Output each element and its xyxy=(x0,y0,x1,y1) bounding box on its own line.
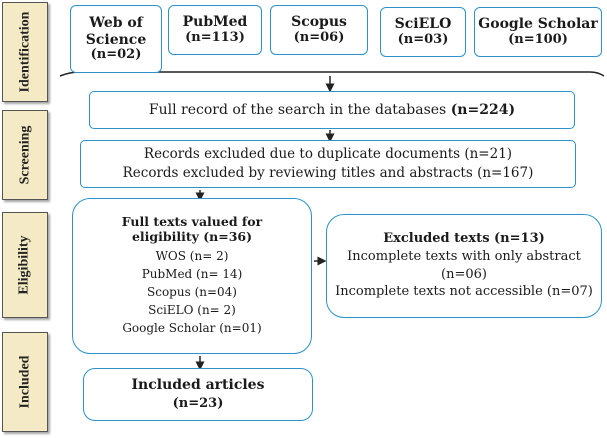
db-name: Google Scholar xyxy=(478,16,598,33)
db-name: Web of Science xyxy=(85,15,147,48)
included-box: Included articles (n=23) xyxy=(83,368,313,421)
eligibility-box: Full texts valued for eligibility (n=36)… xyxy=(72,198,312,354)
excluded-line-3: Incomplete texts not accessible (n=07) xyxy=(335,284,593,300)
full-record-box: Full record of the search in the databas… xyxy=(89,91,575,129)
db-count: (n=113) xyxy=(185,29,245,45)
full-record-text: Full record of the search in the databas… xyxy=(149,102,515,118)
screening-line-2: Records excluded by reviewing titles and… xyxy=(122,164,534,181)
db-count: (n=100) xyxy=(508,31,568,47)
db-name: PubMed xyxy=(182,14,248,31)
screening-box: Records excluded due to duplicate docume… xyxy=(80,140,576,188)
db-box-web-of-science: Web of Science (n=02) xyxy=(70,5,162,73)
full-record-label: Full record of the search in the databas… xyxy=(148,101,451,118)
eligibility-item: Scopus (n=04) xyxy=(147,284,237,299)
db-name: Scopus xyxy=(291,14,347,31)
included-count: (n=23) xyxy=(172,395,224,411)
phase-included: Included xyxy=(2,332,48,432)
included-title: Included articles xyxy=(131,377,265,394)
db-count: (n=03) xyxy=(397,31,449,47)
excluded-title: Excluded texts (n=13) xyxy=(383,230,545,246)
phase-screening: Screening xyxy=(2,110,48,200)
db-box-scopus: Scopus (n=06) xyxy=(270,5,368,55)
db-count: (n=06) xyxy=(293,29,345,45)
db-name: SciELO xyxy=(394,16,452,33)
eligibility-title: Full texts valued for eligibility (n=36) xyxy=(121,214,263,244)
db-box-scielo: SciELO (n=03) xyxy=(380,7,466,57)
excluded-line-1: Incomplete texts with only abstract xyxy=(347,248,581,264)
eligibility-item: PubMed (n= 14) xyxy=(141,266,243,281)
bracket-line xyxy=(59,71,605,77)
db-box-pubmed: PubMed (n=113) xyxy=(168,5,262,55)
full-record-count: (n=224) xyxy=(450,101,516,118)
excluded-box: Excluded texts (n=13) Incomplete texts w… xyxy=(326,214,602,318)
eligibility-item: WOS (n= 2) xyxy=(155,248,229,263)
excluded-line-2: (n=06) xyxy=(441,266,487,282)
eligibility-item: SciELO (n= 2) xyxy=(148,302,236,317)
phase-identification: Identification xyxy=(2,2,48,102)
db-box-google-scholar: Google Scholar (n=100) xyxy=(474,7,602,57)
eligibility-item: Google Scholar (n=01) xyxy=(122,320,262,335)
phase-eligibility: Eligibility xyxy=(2,212,48,318)
db-count: (n=02) xyxy=(90,46,142,62)
screening-line-1: Records excluded due to duplicate docume… xyxy=(143,145,513,162)
